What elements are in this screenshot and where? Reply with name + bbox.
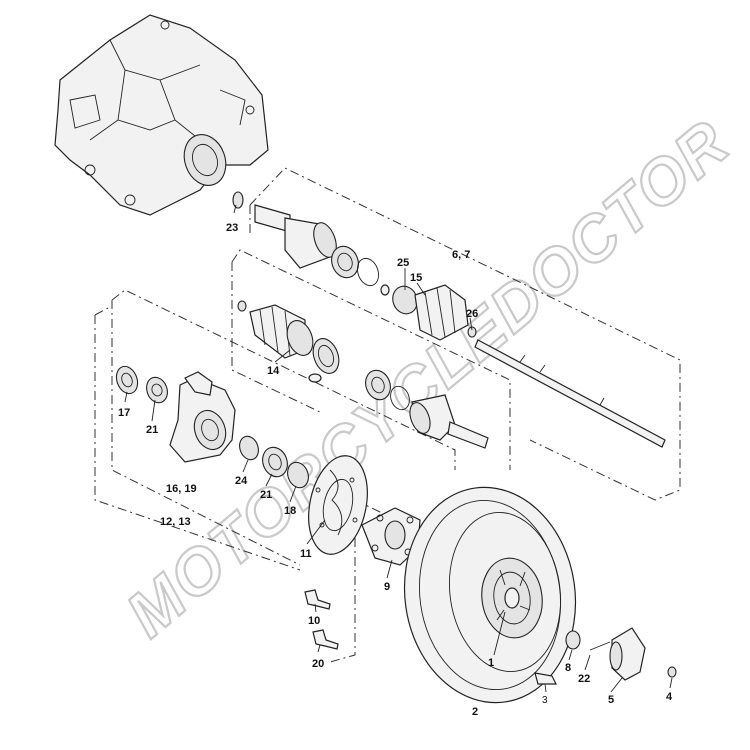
callout-6-7: 6, 7 — [452, 249, 470, 261]
bearing-21b-part — [262, 446, 288, 478]
callout-1: 1 — [488, 657, 494, 669]
callout-25: 25 — [397, 257, 409, 269]
axle-hardware — [534, 627, 677, 685]
circlip-23-part — [232, 191, 244, 209]
callout-5: 5 — [608, 694, 614, 706]
drive-shaft-outer — [232, 191, 666, 448]
outline-hub-assembly — [94, 307, 301, 571]
callout-26: 26 — [466, 308, 478, 320]
callout-labels: 23 6, 7 25 15 26 14 17 21 24 16, 19 21 1… — [118, 222, 673, 718]
callout-2: 2 — [472, 706, 478, 718]
callout-18: 18 — [284, 505, 296, 517]
callout-9: 9 — [384, 581, 390, 593]
callout-8: 8 — [565, 662, 571, 674]
callout-17: 17 — [118, 407, 130, 419]
callout-24: 24 — [235, 475, 248, 487]
seal-17-part — [115, 365, 139, 395]
callout-3: 3 — [542, 695, 548, 706]
leader-lines — [124, 204, 673, 693]
callout-16-19: 16, 19 — [166, 483, 197, 495]
wheel-hub — [361, 507, 421, 566]
brake-disc — [308, 455, 368, 555]
callout-20: 20 — [312, 658, 324, 670]
ring-21a-part — [146, 376, 168, 404]
seal-24-part — [239, 435, 259, 461]
callout-21-lower: 21 — [260, 489, 272, 501]
callout-21-upper: 21 — [146, 424, 158, 436]
callout-14: 14 — [267, 365, 280, 377]
drive-shaft-inner — [237, 300, 489, 449]
transmission-housing — [54, 14, 269, 216]
wheel-and-tire — [403, 486, 577, 704]
bolts — [304, 589, 339, 650]
callout-11: 11 — [300, 548, 312, 560]
outline-inner-driveshaft — [231, 249, 511, 470]
ring-18-part — [287, 461, 309, 489]
callout-22: 22 — [578, 673, 590, 685]
callout-23: 23 — [226, 222, 238, 234]
knuckle-assembly — [115, 365, 309, 489]
callout-10: 10 — [308, 615, 320, 627]
outline-driveshaft-assembly — [249, 167, 681, 501]
nut-8-part — [565, 630, 581, 650]
outline-knuckle-assembly — [111, 289, 456, 566]
callout-4: 4 — [666, 691, 673, 703]
callout-12-13: 12, 13 — [160, 516, 191, 528]
callout-15: 15 — [410, 272, 422, 284]
